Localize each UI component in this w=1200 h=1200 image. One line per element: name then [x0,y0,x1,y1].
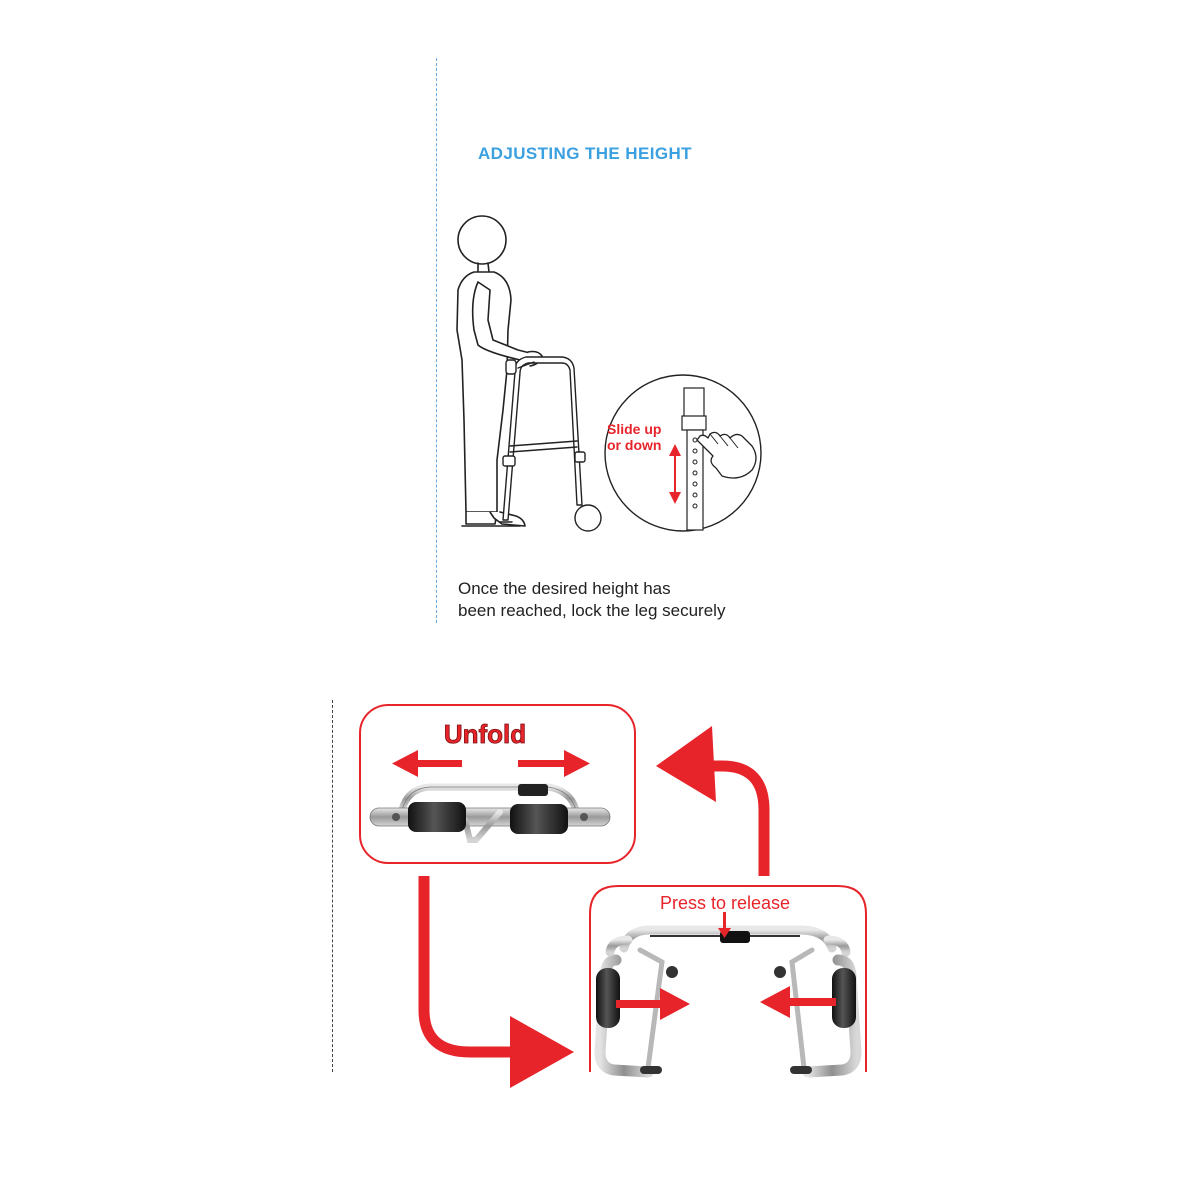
callout-line-1: Slide up [607,421,661,437]
detail-circle [604,374,762,532]
callout-line-2: or down [607,437,661,453]
section-heading: ADJUSTING THE HEIGHT [478,144,692,163]
unfolded-walker-image [594,925,862,1078]
unfold-flow-arrow-icon [656,726,770,876]
unfolded-walker-panel: Press to release [589,885,867,1078]
fold-inward-right-arrow-icon [616,988,690,1020]
unfold-left-arrow-icon [392,750,462,777]
instruction-line-2: been reached, lock the leg securely [458,601,726,620]
inner-leg-tube [686,429,704,531]
person-head [457,215,507,265]
fold-inward-left-arrow-icon [760,986,836,1018]
unfold-right-arrow-icon [518,750,590,777]
person-with-walker-illustration [456,215,602,532]
instruction-text: Once the desired height has been reached… [458,578,778,622]
unfold-label: Unfold [444,719,526,749]
person-body [456,271,512,513]
slide-arrow-icon [669,444,681,504]
folded-walker-panel: Unfold [359,704,636,864]
walker-frame [499,356,602,532]
leg-detail-callout: Slide up or down [604,374,762,532]
press-down-arrow-icon [718,912,731,938]
fold-flow-arrow-icon [418,876,574,1088]
walker-wheel [574,504,602,532]
instruction-line-1: Once the desired height has [458,579,671,598]
release-label: Press to release [660,893,790,913]
unfolded-panel-border [589,885,867,1072]
top-margin-guide [436,58,437,623]
folded-walker-image [369,783,611,843]
bottom-margin-guide [332,700,333,1072]
